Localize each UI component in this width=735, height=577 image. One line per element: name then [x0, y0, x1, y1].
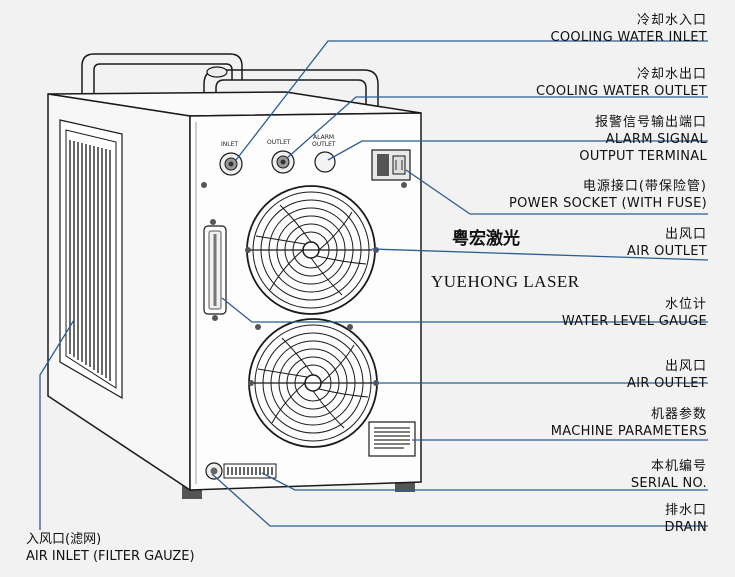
- leader-drain: [211, 473, 708, 527]
- outlet-port-label: OUTLET: [267, 139, 291, 146]
- callout-en-line2: OUTPUT TERMINAL: [579, 149, 707, 164]
- side-filter-grille: [59, 119, 123, 400]
- callout-cn: 排水口: [664, 503, 707, 518]
- callout-cn: 机器参数: [650, 407, 707, 422]
- callout-upper-air-outlet: 出风口 AIR OUTLET: [627, 226, 707, 260]
- leader-alarm-signal: [327, 140, 708, 161]
- callout-cn: 出风口: [664, 359, 707, 374]
- callout-cn: 水位计: [664, 297, 707, 312]
- callout-alarm-signal: 报警信号输出端口 ALARM SIGNAL OUTPUT TERMINAL: [579, 114, 707, 165]
- water-level-gauge: [203, 219, 227, 321]
- fill-cap: [206, 66, 228, 78]
- callout-en: ALARM SIGNAL: [605, 132, 707, 147]
- callout-cooling-water-outlet: 冷却水出口 COOLING WATER OUTLET: [536, 66, 707, 100]
- serial-number-label: [223, 463, 277, 479]
- brand-name-english: YUEHONG LASER: [431, 272, 580, 291]
- callout-cn: 入风口(滤网): [26, 532, 102, 547]
- alarm-port-label-2: OUTLET: [312, 141, 336, 148]
- callout-cn: 电源接口(带保险管): [582, 179, 707, 194]
- screw: [401, 182, 407, 188]
- callout-drain: 排水口 DRAIN: [665, 502, 707, 536]
- callout-en: MACHINE PARAMETERS: [550, 424, 707, 439]
- callout-serial-number: 本机编号 SERIAL NO.: [631, 458, 707, 492]
- drain-port: [205, 462, 223, 480]
- leader-power-socket: [405, 169, 708, 215]
- machine-parameters-plate: [368, 421, 416, 457]
- callout-en: COOLING WATER INLET: [550, 30, 707, 45]
- alarm-signal-port: [314, 151, 336, 173]
- callout-cn: 本机编号: [650, 459, 707, 474]
- callout-cooling-water-inlet: 冷却水入口 COOLING WATER INLET: [550, 12, 707, 46]
- callout-en: AIR OUTLET: [627, 376, 707, 391]
- leader-serial-number: [261, 472, 708, 491]
- callout-power-socket: 电源接口(带保险管) POWER SOCKET (WITH FUSE): [509, 178, 707, 212]
- callout-en: DRAIN: [664, 520, 707, 535]
- rear-handle: [81, 53, 243, 98]
- leader-cooling-water-inlet: [235, 40, 708, 161]
- callout-en: AIR OUTLET: [627, 244, 707, 259]
- callout-machine-parameters: 机器参数 MACHINE PARAMETERS: [551, 406, 707, 440]
- callout-cn: 出风口: [664, 227, 707, 242]
- inlet-port-label: INLET: [221, 141, 238, 148]
- callout-water-level-gauge: 水位计 WATER LEVEL GAUGE: [562, 296, 707, 330]
- upper-fan-grille: [245, 185, 379, 315]
- alarm-port-label-1: ALARM: [313, 134, 334, 141]
- callout-en: POWER SOCKET (WITH FUSE): [508, 196, 707, 211]
- callout-air-inlet: 入风口(滤网) AIR INLET (FILTER GAUZE): [26, 531, 195, 565]
- leader-lines: [39, 40, 709, 530]
- power-socket: [371, 149, 411, 181]
- callout-lower-air-outlet: 出风口 AIR OUTLET: [627, 358, 707, 392]
- leader-cooling-water-outlet: [286, 96, 708, 159]
- leader-air-inlet: [39, 319, 75, 530]
- callout-en: WATER LEVEL GAUGE: [561, 314, 707, 329]
- leader-water-level-gauge: [221, 297, 708, 323]
- callout-cn: 报警信号输出端口: [594, 115, 707, 130]
- callout-cn: 冷却水出口: [636, 67, 707, 82]
- callout-en: AIR INLET (FILTER GAUZE): [26, 549, 195, 564]
- callout-en: COOLING WATER OUTLET: [536, 84, 707, 99]
- front-handle: [203, 69, 379, 118]
- callout-cn: 冷却水入口: [636, 13, 707, 28]
- callout-en: SERIAL NO.: [630, 476, 707, 491]
- brand-name-chinese: 粤宏激光: [452, 229, 520, 249]
- screw: [201, 182, 207, 188]
- leader-upper-air-outlet: [371, 248, 709, 261]
